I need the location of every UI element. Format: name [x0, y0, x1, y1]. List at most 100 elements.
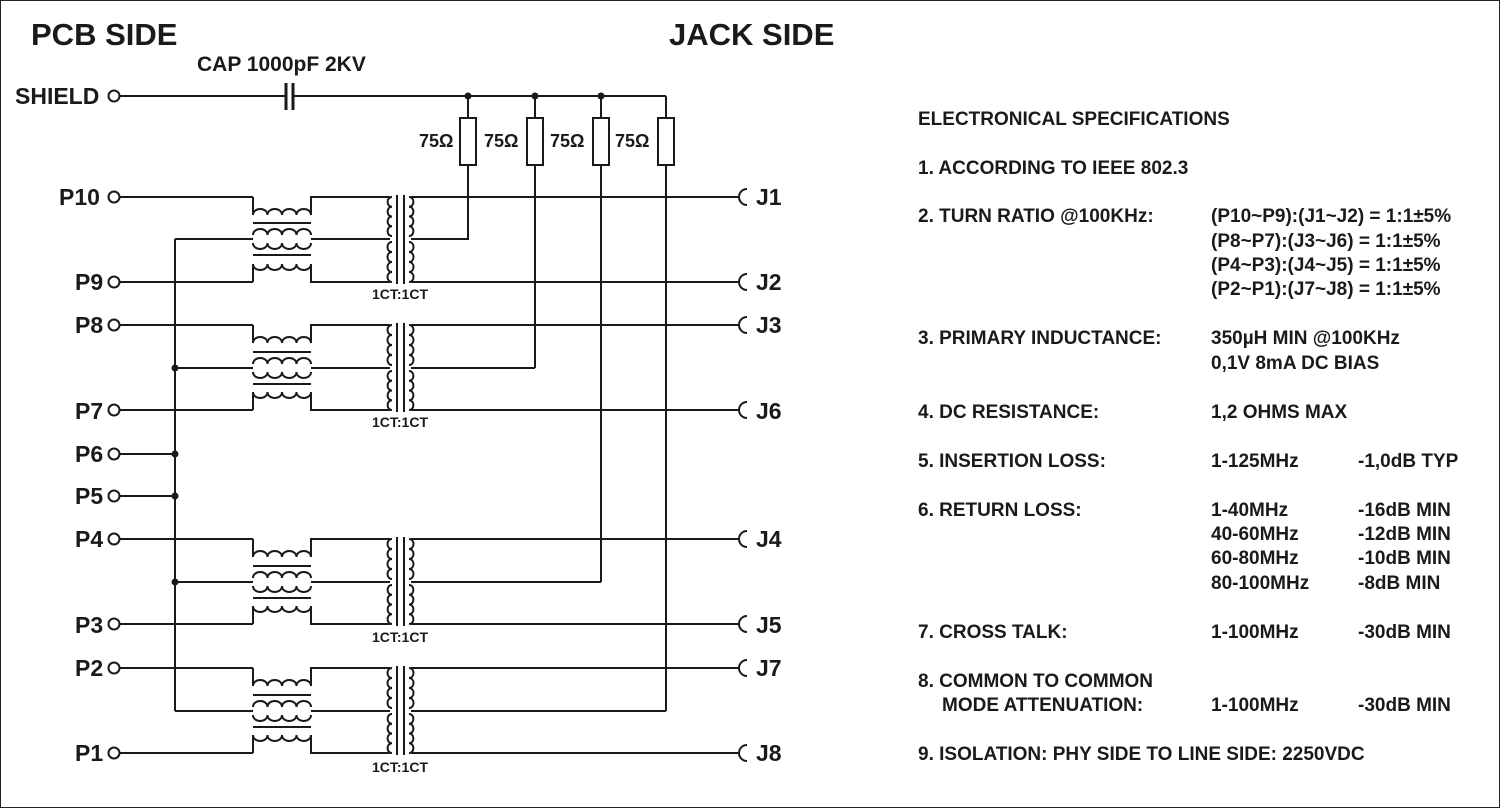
pin-terminal-10: [107, 746, 121, 760]
spec-2-label: 2. TURN RATIO @100KHz:: [918, 206, 1154, 227]
spec-6-label: 6. RETURN LOSS:: [918, 500, 1082, 521]
spec-5-value: -1,0dB TYP: [1358, 451, 1459, 472]
transformer-secondary-lower: [408, 713, 415, 754]
shield-label: SHIELD: [15, 83, 99, 109]
jack-label-j1: J1: [756, 184, 782, 210]
pin-label-p5: P5: [75, 483, 103, 509]
common-bus: [120, 239, 176, 711]
pin-terminal-2: [107, 275, 121, 289]
jack-label-j3: J3: [756, 312, 782, 338]
choke-coil-bottom: [252, 734, 312, 742]
choke-coil-mid-upper: [252, 357, 312, 365]
transformer-secondary-lower: [408, 241, 415, 283]
spec-2-line-4: (P2~P1):(J7~J8) = 1:1±5%: [1211, 279, 1441, 300]
transformer-primary-lower: [386, 713, 393, 754]
spec-3-line-1: 350µH MIN @100KHz: [1211, 328, 1400, 349]
pin-terminal-9: [107, 661, 121, 675]
ratio-label-1: 1CT:1CT: [372, 286, 428, 302]
wire-top-choke: [252, 667, 390, 686]
transformer-channel-1: [120, 165, 739, 284]
choke-coil-bottom: [252, 391, 312, 399]
choke-coil-bottom: [252, 263, 312, 271]
spec-8-label-2: MODE ATTENUATION:: [942, 695, 1143, 716]
spec-7-value: -30dB MIN: [1358, 622, 1451, 643]
jack-terminal-1: [738, 188, 748, 206]
spec-8-freq: 1-100MHz: [1211, 695, 1299, 716]
spec-3-label: 3. PRIMARY INDUCTANCE:: [918, 328, 1162, 349]
pin-label-p4: P4: [75, 526, 103, 552]
spec-4-value: 1,2 OHMS MAX: [1211, 402, 1348, 423]
spec-6-freq-4: 80-100MHz: [1211, 573, 1309, 594]
spec-8-label-1: 8. COMMON TO COMMON: [918, 671, 1153, 692]
wire-bottom-choke: [252, 392, 390, 411]
wire-top-choke: [252, 538, 390, 557]
choke-coil-top: [252, 208, 312, 216]
pin-label-p6: P6: [75, 441, 103, 467]
transformer-primary-upper: [386, 667, 393, 709]
wire-top-choke: [252, 196, 390, 215]
transformer-channel-3: [120, 537, 739, 626]
transformer-secondary-upper: [408, 196, 415, 237]
transformer-primary-lower: [386, 241, 393, 283]
jack-side-header: JACK SIDE: [669, 17, 834, 52]
jack-terminal-5: [738, 530, 748, 548]
ratio-label-3: 1CT:1CT: [372, 629, 428, 645]
transformer-core: [396, 323, 405, 412]
spec-6-freq-2: 40-60MHz: [1211, 524, 1299, 545]
transformer-core: [396, 537, 405, 626]
pin-label-p10: P10: [59, 184, 100, 210]
jack-terminal-8: [738, 744, 748, 762]
pin-terminal-6: [107, 489, 121, 503]
pcb-side-header: PCB SIDE: [31, 17, 177, 52]
jack-terminal-7: [738, 659, 748, 677]
wire-bottom-choke: [252, 264, 390, 283]
choke-coil-mid-upper: [252, 571, 312, 579]
spec-title: ELECTRONICAL SPECIFICATIONS: [918, 109, 1230, 130]
pin-label-p2: P2: [75, 655, 103, 681]
spec-7-freq: 1-100MHz: [1211, 622, 1299, 643]
specifications: ELECTRONICAL SPECIFICATIONS 1. ACCORDING…: [918, 109, 1459, 765]
wire-bottom-choke: [252, 735, 390, 754]
choke-coil-top: [252, 336, 312, 344]
transformer-primary-upper: [386, 538, 393, 580]
jack-terminal-2: [738, 273, 748, 291]
choke-coil-mid-upper: [252, 228, 312, 236]
spec-6-value-1: -16dB MIN: [1358, 500, 1451, 521]
jack-label-j6: J6: [756, 398, 782, 424]
jack-label-j7: J7: [756, 655, 782, 681]
choke-core-lines: [253, 565, 311, 599]
spec-8-value: -30dB MIN: [1358, 695, 1451, 716]
spec-6-value-4: -8dB MIN: [1358, 573, 1440, 594]
jack-label-j8: J8: [756, 740, 782, 766]
pin-terminal-3: [107, 318, 121, 332]
transformer-core: [396, 195, 405, 284]
transformer-primary-upper: [386, 196, 393, 237]
transformer-primary-lower: [386, 370, 393, 411]
transformer-primary-upper: [386, 324, 393, 366]
choke-coil-mid-upper: [252, 700, 312, 708]
transformer-core: [396, 666, 405, 755]
choke-coil-mid-lower: [252, 371, 312, 379]
pin-label-p7: P7: [75, 398, 103, 424]
choke-coil-top: [252, 679, 312, 687]
transformer-secondary-lower: [408, 370, 415, 411]
transformer-secondary-lower: [408, 584, 415, 625]
spec-6-freq-3: 60-80MHz: [1211, 548, 1299, 569]
capacitor-label: CAP 1000pF 2KV: [197, 53, 366, 76]
resistor-3-label: 75Ω: [550, 131, 584, 151]
choke-coil-bottom: [252, 605, 312, 613]
spec-4-label: 4. DC RESISTANCE:: [918, 402, 1099, 423]
jack-terminal-4: [738, 401, 748, 419]
pin-terminal-5: [107, 447, 121, 461]
transformer-channel-2: [120, 323, 739, 412]
pin-terminal-8: [107, 617, 121, 631]
transformer-channel-4: [120, 666, 739, 755]
spec-2-line-1: (P10~P9):(J1~J2) = 1:1±5%: [1211, 206, 1451, 227]
pin-label-p9: P9: [75, 269, 103, 295]
choke-coil-top: [252, 550, 312, 558]
jack-terminal-6: [738, 615, 748, 633]
spec-6-value-2: -12dB MIN: [1358, 524, 1451, 545]
jack-label-j4: J4: [756, 526, 782, 552]
spec-5-freq: 1-125MHz: [1211, 451, 1299, 472]
